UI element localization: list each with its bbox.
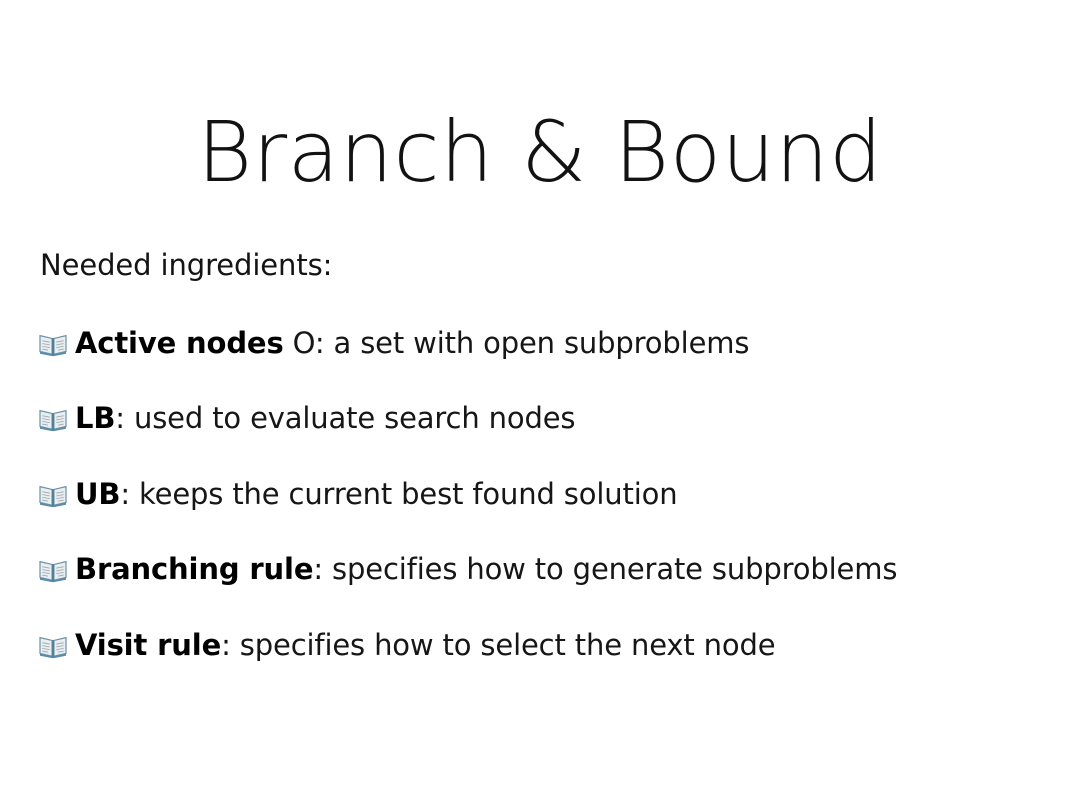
list-item: LB: used to evaluate search nodes bbox=[38, 401, 1038, 436]
list-item-term: Active nodes bbox=[75, 325, 284, 360]
list-item-description: : specifies how to generate subproblems bbox=[313, 552, 898, 587]
list-item-description: : used to evaluate search nodes bbox=[115, 401, 576, 436]
list-item-term: UB bbox=[75, 476, 121, 511]
list-item: UB: keeps the current best found solutio… bbox=[38, 476, 1038, 511]
list-item: Active nodes O: a set with open subprobl… bbox=[38, 327, 1038, 359]
list-item: Branching rule: specifies how to generat… bbox=[38, 553, 1038, 585]
open-book-icon bbox=[39, 636, 67, 658]
open-book-icon bbox=[39, 410, 67, 432]
list-item-text: Branching rule: specifies how to generat… bbox=[75, 553, 897, 585]
list-item-text: Visit rule: specifies how to select the … bbox=[75, 627, 776, 662]
list-item-term: Branching rule bbox=[75, 552, 314, 587]
open-book-icon bbox=[39, 485, 67, 507]
intro-text: Needed ingredients: bbox=[40, 248, 333, 282]
ingredients-list: Active nodes O: a set with open subprobl… bbox=[38, 327, 1038, 661]
list-item-text: Active nodes O: a set with open subprobl… bbox=[75, 327, 749, 359]
open-book-icon bbox=[39, 334, 67, 356]
page-title: Branch & Bound bbox=[197, 103, 883, 202]
list-item-text: LB: used to evaluate search nodes bbox=[75, 401, 576, 436]
list-item-term: LB bbox=[75, 401, 116, 436]
list-item-description: : keeps the current best found solution bbox=[120, 476, 678, 511]
list-item-text: UB: keeps the current best found solutio… bbox=[75, 476, 678, 511]
slide-body: Needed ingredients: bbox=[38, 248, 1038, 661]
list-item-description: : specifies how to select the next node bbox=[221, 627, 776, 662]
list-item-description: O: a set with open subproblems bbox=[283, 325, 750, 360]
list-item-term: Visit rule bbox=[75, 627, 222, 662]
open-book-icon bbox=[39, 561, 67, 583]
list-item: Visit rule: specifies how to select the … bbox=[38, 627, 1038, 662]
